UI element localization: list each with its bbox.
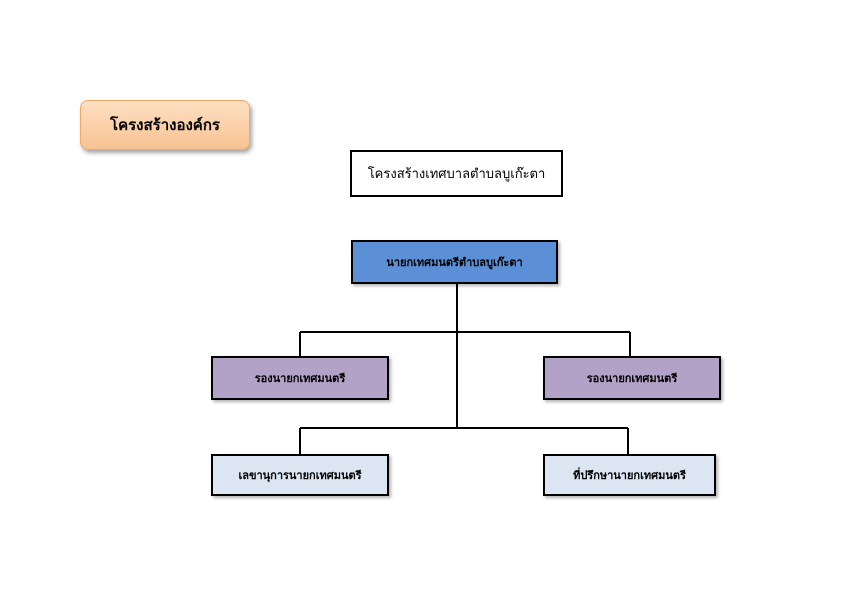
org-chart-title-box: โครงสร้างเทศบาลตำบลบูเก๊ะตา [350,150,563,197]
mayor-label: นายกเทศมนตรีตำบลบูเก๊ะตา [386,256,523,269]
org-chart-title: โครงสร้างเทศบาลตำบลบูเก๊ะตา [367,167,546,182]
mayor-advisor-box: ที่ปรึกษานายกเทศมนตรี [543,454,716,496]
deputy-mayor-right-box: รองนายกเทศมนตรี [543,356,721,400]
mayor-advisor-label: ที่ปรึกษานายกเทศมนตรี [573,469,686,482]
org-structure-badge-label: โครงสร้างองค์กร [110,116,220,134]
mayor-secretary-label: เลขานุการนายกเทศมนตรี [238,469,362,482]
deputy-mayor-left-box: รองนายกเทศมนตรี [211,356,389,400]
deputy-mayor-right-label: รองนายกเทศมนตรี [586,372,678,385]
org-structure-badge: โครงสร้างองค์กร [80,100,250,150]
mayor-secretary-box: เลขานุการนายกเทศมนตรี [211,454,389,496]
deputy-mayor-left-label: รองนายกเทศมนตรี [254,372,346,385]
mayor-box: นายกเทศมนตรีตำบลบูเก๊ะตา [351,240,558,284]
